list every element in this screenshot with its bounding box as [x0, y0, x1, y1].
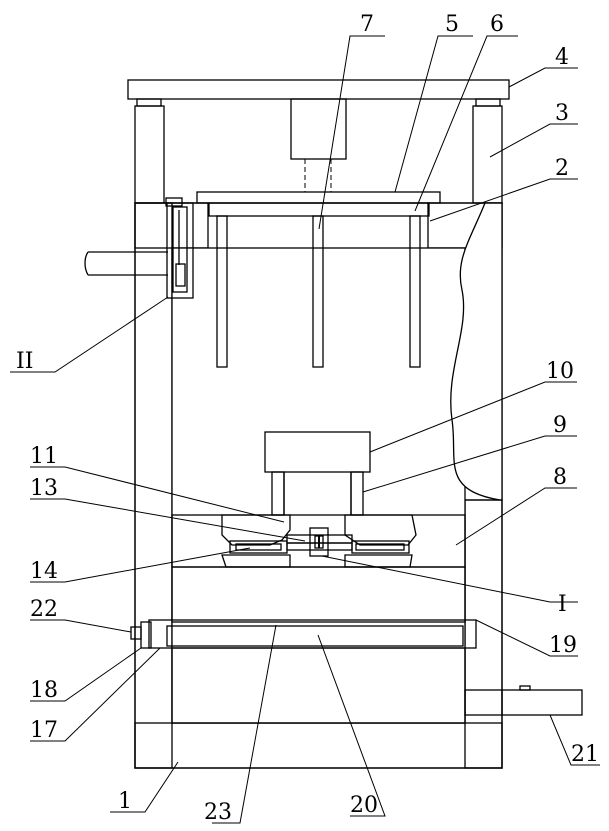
- top-plate: [127, 79, 510, 100]
- inlet-pipe-left: [84, 251, 168, 276]
- label-20: 20: [350, 793, 378, 818]
- leader-lines: [10, 35, 600, 824]
- label-5: 5: [445, 12, 459, 37]
- support-column-right: [472, 98, 503, 204]
- label-22: 22: [30, 597, 58, 622]
- label-9: 9: [553, 413, 567, 438]
- label-7: 7: [360, 12, 374, 37]
- label-23: 23: [204, 800, 232, 825]
- ejector-pins: [216, 215, 421, 368]
- bottom-chamber: [171, 647, 466, 724]
- label-II: II: [16, 349, 33, 374]
- label-14: 14: [30, 559, 58, 584]
- label-11: 11: [30, 444, 58, 469]
- label-17: 17: [30, 718, 58, 743]
- press-cylinder: [290, 98, 347, 160]
- slide-assembly: [229, 527, 410, 557]
- pin-holder-plate: [208, 202, 430, 217]
- label-6: 6: [490, 12, 504, 37]
- label-3: 3: [555, 101, 569, 126]
- upper-plate: [196, 191, 441, 204]
- valve-assembly: [165, 197, 194, 299]
- label-I: I: [558, 592, 567, 617]
- label-21: 21: [571, 742, 599, 767]
- label-2: 2: [555, 156, 569, 181]
- label-8: 8: [553, 465, 567, 490]
- lower-box: [171, 566, 466, 623]
- label-4: 4: [555, 45, 569, 70]
- label-19: 19: [549, 633, 577, 658]
- outlet-pipe-right: [464, 685, 583, 716]
- support-column-left: [134, 98, 165, 204]
- cutaway-break-line: [450, 202, 503, 501]
- label-10: 10: [546, 359, 574, 384]
- part-labels: 4 3 2 5 6 7 10 9 8 I 19 21 11 13 14 22 1…: [16, 12, 599, 825]
- housing-body: [134, 202, 503, 769]
- label-18: 18: [30, 678, 58, 703]
- label-1: 1: [118, 789, 132, 814]
- label-13: 13: [30, 476, 58, 501]
